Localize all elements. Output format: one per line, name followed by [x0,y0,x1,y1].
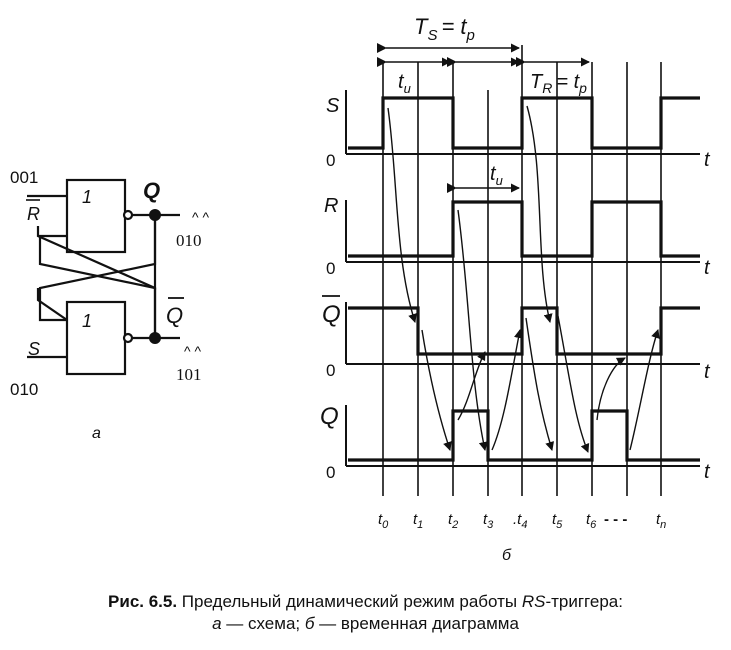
q-code: 010 [176,231,202,250]
arrow-qbar-to-q-2 [525,317,555,451]
tick-t6: t6 [586,511,597,531]
input-s-code: 010 [10,380,38,399]
time-tick-labels: t0 t1 t2 t3 .t4 t5 t6 - - - tn [378,511,666,531]
tick-t4: .t4 [513,511,527,531]
t-axis-label-qbar: t [704,361,711,383]
caption-text-2c: б [304,614,315,633]
ts-label: TS= tp [414,14,475,44]
tu-label-1: tu [398,71,411,96]
arrow-q-to-qbar-4 [596,357,626,421]
output-q-label: Q [143,178,160,203]
waveform-r [348,200,700,258]
arrow-s-to-qbar-1 [387,107,417,323]
schematic-sub-label: а [92,425,101,442]
tick-t2: t2 [448,511,458,531]
cross-coupling [38,215,157,338]
arrow-r-to-qbar-3 [557,315,590,453]
waveforms [348,96,700,462]
figure-caption-line-1: Рис. 6.5. Предельный динамический режим … [0,592,731,612]
gate-top-label: 1 [82,187,92,207]
tick-t3: t3 [483,511,494,531]
gate-bottom-label: 1 [82,311,92,331]
tick-dashes: - - - [604,511,627,528]
time-axes [345,90,700,467]
zero-label-s: 0 [326,151,335,170]
tick-t0: t0 [378,511,389,531]
inversion-bubble-top [122,209,134,221]
caption-text-1c: -триггера: [545,592,623,611]
arrow-q-to-qbar-2 [491,329,523,451]
input-r-code: 001 [10,168,38,187]
caption-text-2d: — временная диаграмма [314,614,519,633]
t-axis-label-q: t [704,461,711,483]
signal-label-r: R [324,195,338,217]
q-code-hats: ^ ^ [192,209,209,225]
caption-text-2a: а [212,614,222,633]
caption-text-1a: Предельный динамический режим работы [177,592,522,611]
tick-t5: t5 [552,511,563,531]
caption-text-1b: RS [521,592,546,611]
waveform-qbar [348,306,700,356]
t-axis-label-r: t [704,257,711,279]
caption-text-2b: — схема; [221,614,305,633]
period-dimensions [377,43,590,193]
qbar-code: 101 [176,365,202,384]
tr-label: TR= tp [530,71,587,96]
figure-caption-line-2: а — схема; б — временная диаграмма [0,614,731,634]
figure-number: Рис. 6.5. [108,592,178,611]
zero-label-q: 0 [326,463,335,482]
nor-gate-bottom [65,300,127,376]
causal-arrows [387,105,660,453]
arrow-r-to-q-1 [457,209,488,451]
inversion-bubble-bottom [122,332,134,344]
waveform-s [348,96,700,150]
arrow-qbar-to-q-1 [421,329,452,451]
t-axis-label-s: t [704,149,711,171]
tick-t1: t1 [413,511,423,531]
signal-label-qbar: Q [322,301,341,328]
arrow-s-to-qbar-2 [526,105,553,323]
input-s-label: S [28,339,40,359]
tu-label-2: tu [490,163,503,188]
zero-label-qbar: 0 [326,361,335,380]
nor-gate-top [65,178,127,254]
waveform-q [348,409,700,462]
feedback-wire-q-top [36,288,68,321]
signal-label-s: S [326,95,340,117]
junction-dot-q [149,209,161,221]
junction-dot-qbar [149,332,161,344]
timing-sub-label: б [502,547,512,564]
arrow-q-to-qbar-5 [629,329,660,451]
input-r-label: R [27,204,40,224]
tick-tn: tn [656,511,666,531]
output-qbar-label: Q [166,303,183,328]
qbar-code-hats: ^ ^ [184,343,201,359]
zero-label-r: 0 [326,259,335,278]
signal-label-q: Q [320,403,339,430]
arrow-q-to-qbar-1 [457,351,486,421]
